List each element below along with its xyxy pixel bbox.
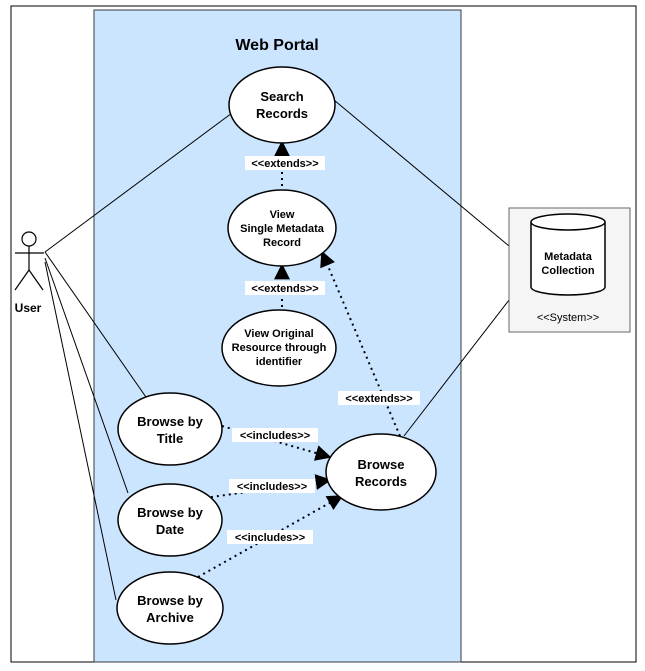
system-label-line2: Collection [541, 265, 594, 277]
assoc-user-browse-title [44, 251, 149, 401]
usecase-view-line3: Record [263, 237, 301, 249]
actor-label: User [15, 301, 42, 315]
usecase-original-line1: View Original [244, 328, 314, 340]
usecase-browse-by-title[interactable]: Browse by Title [117, 392, 223, 466]
usecase-title-line2: Title [157, 431, 184, 446]
usecase-search-line1: Search [260, 89, 303, 104]
usecase-browse-records[interactable]: Browse Records [325, 433, 437, 511]
label-includes-2: <<includes>> [237, 481, 307, 493]
usecase-original-line2: Resource through [232, 342, 327, 354]
actor-associations [44, 112, 233, 601]
usecase-view-single-metadata[interactable]: View Single Metadata Record [227, 189, 337, 267]
usecase-archive-line2: Archive [146, 610, 194, 625]
relation-labels: <<extends>> <<extends>> <<extends>> <<in… [227, 156, 420, 544]
usecase-archive-line1: Browse by [137, 593, 204, 608]
assoc-user-browse-date [44, 257, 129, 494]
system-associations [333, 99, 510, 437]
assoc-browse-system [403, 299, 510, 437]
usecase-date-line2: Date [156, 522, 184, 537]
label-extends-3: <<extends>> [345, 393, 412, 405]
usecase-search-line2: Records [256, 106, 308, 121]
label-extends-1: <<extends>> [251, 158, 318, 170]
actor-head [21, 231, 37, 247]
usecase-browse-records-line2: Records [355, 474, 407, 489]
label-extends-2: <<extends>> [251, 283, 318, 295]
label-includes-3: <<includes>> [235, 532, 305, 544]
system-label-line1: Metadata [544, 251, 593, 263]
assoc-user-browse-archive [44, 261, 117, 601]
system-stereotype: <<System>> [537, 312, 599, 324]
database-icon [530, 213, 606, 296]
label-includes-1: <<includes>> [240, 430, 310, 442]
usecase-view-line1: View [270, 209, 295, 221]
actor-user[interactable] [14, 231, 44, 291]
usecase-title-line1: Browse by [137, 414, 204, 429]
actor-left-leg [14, 269, 30, 291]
assoc-search-system [333, 99, 510, 247]
usecase-view-original-resource[interactable]: View Original Resource through identifie… [221, 309, 337, 387]
usecase-original-line3: identifier [256, 356, 303, 368]
usecase-view-line2: Single Metadata [240, 223, 325, 235]
portal-title: Web Portal [235, 37, 318, 54]
usecase-browse-by-archive[interactable]: Browse by Archive [116, 571, 224, 645]
usecase-browse-by-date[interactable]: Browse by Date [117, 483, 223, 557]
assoc-user-search [44, 112, 233, 253]
system-metadata-collection[interactable]: Metadata Collection <<System>> [508, 207, 631, 333]
usecase-date-line1: Browse by [137, 505, 204, 520]
usecase-search-records[interactable]: Search Records [228, 66, 336, 144]
actor-right-leg [28, 269, 44, 291]
usecase-browse-records-line1: Browse [358, 457, 405, 472]
